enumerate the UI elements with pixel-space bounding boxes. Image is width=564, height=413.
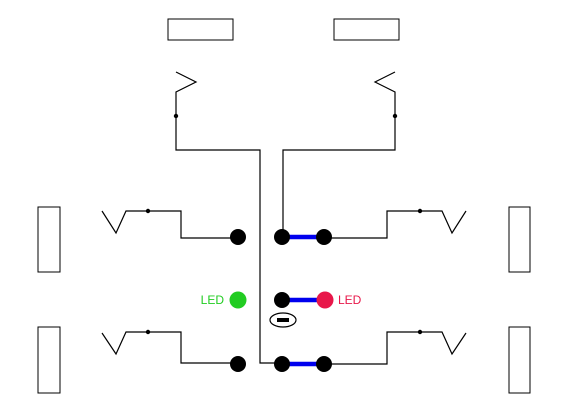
green-led[interactable] [229, 291, 247, 309]
terminal-left-lower[interactable] [230, 356, 246, 372]
led-right-label: LED [338, 293, 362, 307]
top-left-switch-wire [175, 71, 282, 364]
terminal-left-upper[interactable] [230, 229, 246, 245]
right-upper-junction [417, 208, 423, 214]
terminal-center-upper[interactable] [274, 229, 290, 245]
top-left-component [167, 18, 234, 41]
terminal-right-upper[interactable] [316, 229, 332, 245]
terminal-center-middle[interactable] [274, 292, 290, 308]
top-right-component [333, 18, 400, 41]
left-upper-junction [145, 208, 151, 214]
left-lower-switch-wire [101, 331, 238, 364]
terminal-center-lower[interactable] [274, 356, 290, 372]
top-right-junction [392, 113, 398, 119]
right-upper-switch-wire [324, 210, 467, 239]
red-led[interactable] [316, 291, 334, 309]
terminal-right-lower[interactable] [316, 356, 332, 372]
left-lower-component [37, 326, 61, 394]
right-upper-component [508, 206, 531, 273]
right-lower-switch-wire [324, 331, 467, 365]
left-upper-switch-wire [101, 210, 238, 239]
left-lower-junction [145, 329, 151, 335]
right-lower-junction [417, 329, 423, 335]
right-lower-component [508, 326, 531, 394]
top-left-junction [173, 113, 179, 119]
minus-terminal-icon [269, 312, 297, 328]
led-left-label: LED [201, 293, 225, 307]
top-right-switch-wire [282, 71, 396, 236]
left-upper-component [37, 206, 61, 273]
